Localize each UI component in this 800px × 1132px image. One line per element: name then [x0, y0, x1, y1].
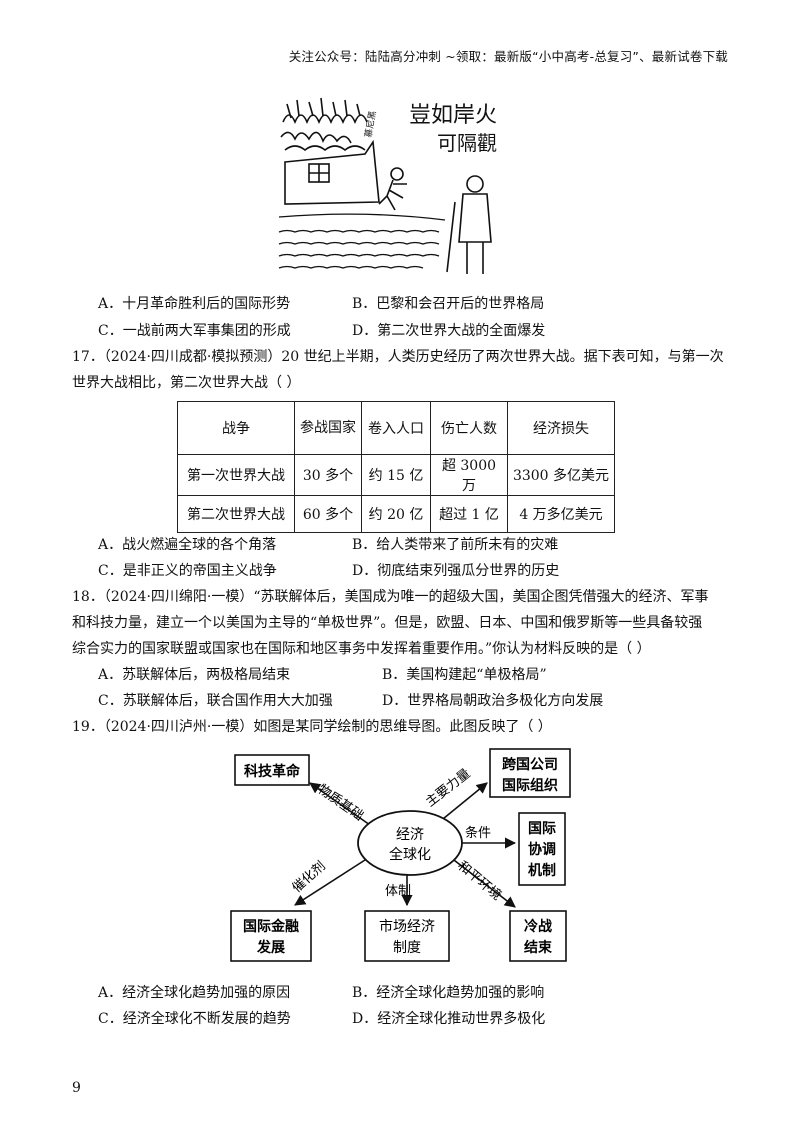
table-row: 第一次世界大战 30 多个 约 15 亿 超 3000 万 3300 多亿美元 — [177, 454, 615, 496]
table-cell: 30 多个 — [294, 454, 362, 496]
q17-table: 战争 参战国家 卷入人口 伤亡人数 经济损失 第一次世界大战 30 多个 约 1… — [177, 401, 615, 533]
q18-stem-line2: 和科技力量，建立一个以美国为主导的“单极世界”。但是，欧盟、日本、中国和俄罗斯等… — [72, 615, 703, 631]
q17-option-d: D．彻底结束列强瓜分世界的历史 — [352, 563, 560, 579]
center-node-line1: 经济 — [396, 827, 424, 843]
node-coldwar-line2: 结束 — [524, 939, 553, 956]
node-multinational-box — [489, 748, 571, 798]
q17-option-a: A．战火燃遍全球的各个角落 — [98, 537, 277, 553]
q19-option-d: D．经济全球化推动世界多极化 — [352, 1011, 546, 1027]
q17-option-b: B．给人类带来了前所未有的灾难 — [352, 537, 559, 553]
q19-option-a: A．经济全球化趋势加强的原因 — [98, 985, 291, 1001]
mind-map-diagram: 经济 全球化 科技革命 跨国公司 国际组织 国际 协调 机制 国际金融 发展 市… — [230, 748, 571, 962]
node-coord-line1: 国际 — [528, 821, 556, 837]
q18-stem-line3: 综合实力的国家联盟或国家也在国际和地区事务中发挥着重要作用。”你认为材料反映的是… — [72, 641, 651, 657]
node-coord-line3: 机制 — [528, 862, 556, 879]
table-header-cell: 伤亡人数 — [430, 401, 508, 455]
table-cell: 第一次世界大战 — [177, 454, 295, 496]
q18-option-b: B．美国构建起“单极格局” — [382, 667, 547, 683]
q18-stem-line1: 18．（2024·四川绵阳·一模）“苏联解体后，美国成为唯一的超级大国，美国企图… — [72, 589, 709, 605]
node-multinational-line2: 国际组织 — [502, 777, 558, 794]
node-coord-box — [518, 812, 566, 886]
node-coord-line2: 协调 — [528, 841, 556, 858]
edge-label-multinational: 主要力量 — [423, 766, 473, 810]
edge-label-market: 体制 — [385, 884, 411, 899]
table-header-cell: 战争 — [177, 401, 295, 455]
cartoon-caption-2: 可隔觀 — [437, 131, 497, 155]
edge-label-coldwar: 和平环境 — [454, 859, 503, 904]
table-cell: 超过 1 亿 — [430, 495, 508, 533]
q16-option-b: B．巴黎和会召开后的世界格局 — [352, 296, 545, 312]
q16-option-c: C．一战前两大军事集团的形成 — [98, 323, 291, 339]
q19-stem-line1: 19．（2024·四川泸州·一模）如图是某同学绘制的思维导图。此图反映了（ ） — [72, 719, 552, 735]
table-header-cell: 卷入人口 — [361, 401, 431, 455]
q17-stem-line2: 世界大战相比，第二次世界大战（ ） — [72, 375, 301, 391]
edge-label-finance: 催化剂 — [290, 859, 329, 896]
q18-option-c: C．苏联解体后，联合国作用大大加强 — [98, 693, 333, 709]
page-number: 9 — [72, 1080, 81, 1096]
table-header-cell: 参战国家 — [294, 401, 362, 455]
table-cell: 3300 多亿美元 — [507, 454, 615, 496]
node-multinational-line1: 跨国公司 — [502, 757, 558, 773]
center-node — [357, 810, 463, 876]
table-header-row: 战争 参战国家 卷入人口 伤亡人数 经济损失 — [177, 401, 615, 455]
center-node-line2: 全球化 — [389, 846, 431, 863]
node-finance-line2: 发展 — [256, 939, 285, 956]
node-finance-box — [230, 910, 312, 962]
table-cell: 第二次世界大战 — [177, 495, 295, 533]
node-market-line2: 制度 — [393, 940, 421, 956]
q16-option-a: A．十月革命胜利后的国际形势 — [98, 296, 291, 312]
node-finance-line1: 国际金融 — [243, 918, 299, 935]
page-header: 关注公众号：陆陆高分冲刺 ~领取：最新版“小中高考-总复习”、最新试卷下载 — [288, 49, 728, 64]
edge-label-tech: 物质基础 — [315, 782, 366, 824]
table-row: 第二次世界大战 60 多个 约 20 亿 超过 1 亿 4 万多亿美元 — [177, 495, 615, 533]
q16-option-d: D．第二次世界大战的全面爆发 — [352, 323, 546, 339]
edge-label-coord: 条件 — [465, 825, 491, 841]
table-cell: 超 3000 万 — [430, 454, 508, 496]
q17-option-c: C．是非正义的帝国主义战争 — [98, 563, 277, 579]
table-cell: 约 20 亿 — [361, 495, 431, 533]
q18-option-d: D．世界格局朝政治多极化方向发展 — [382, 693, 604, 709]
q19-option-c: C．经济全球化不断发展的趋势 — [98, 1011, 291, 1027]
table-cell: 4 万多亿美元 — [507, 495, 615, 533]
q18-option-a: A．苏联解体后，两极格局结束 — [98, 667, 291, 683]
q17-stem-line1: 17．（2024·四川成都·模拟预测）20 世纪上半期，人类历史经历了两次世界大… — [72, 349, 724, 365]
q19-option-b: B．经济全球化趋势加强的影响 — [352, 985, 545, 1001]
node-tech-box — [234, 754, 310, 786]
node-coldwar-line1: 冷战 — [524, 918, 552, 935]
table-header-cell: 经济损失 — [507, 401, 615, 455]
cartoon-caption-1: 豈如岸火 — [409, 103, 497, 128]
table-cell: 约 15 亿 — [361, 454, 431, 496]
node-market-box — [364, 910, 450, 962]
node-market-line1: 市场经济 — [379, 918, 435, 935]
cartoon-illustration: 豈如岸火 可隔觀 慕尼黑 — [275, 92, 507, 282]
node-coldwar-box — [509, 910, 567, 962]
node-tech: 科技革命 — [244, 763, 301, 780]
table-cell: 60 多个 — [294, 495, 362, 533]
